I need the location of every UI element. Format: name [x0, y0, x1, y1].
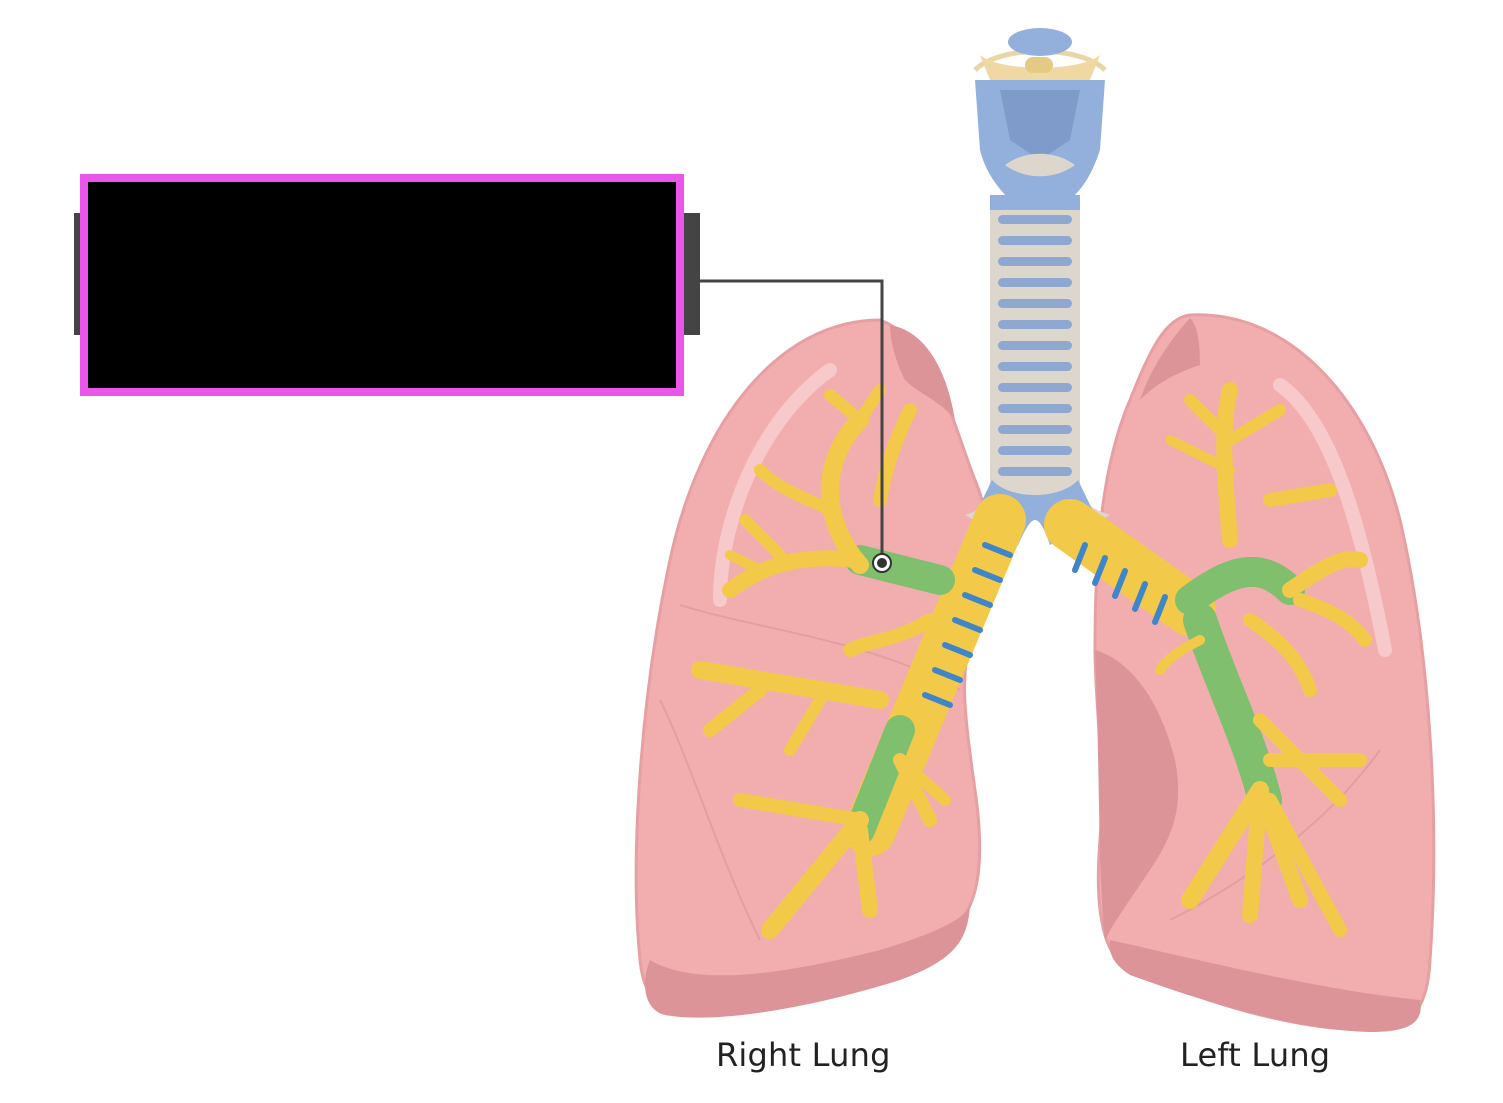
larynx	[973, 28, 1107, 200]
left-lung-caption: Left Lung	[1180, 1036, 1331, 1074]
hidden-label-box[interactable]	[80, 174, 684, 396]
right-bronchial-tree	[691, 384, 1026, 939]
left-lung	[1093, 313, 1436, 1032]
hidden-label-text	[88, 182, 676, 388]
left-bronchial-tree	[1044, 382, 1372, 937]
right-lung	[634, 318, 990, 1018]
label-leader	[74, 213, 892, 573]
leader-line	[700, 279, 884, 563]
label-bracket-right	[684, 213, 700, 335]
pin-dot	[877, 558, 887, 568]
right-lung-caption: Right Lung	[716, 1036, 891, 1074]
label-bracket-left	[74, 213, 82, 335]
trachea	[965, 195, 1110, 545]
